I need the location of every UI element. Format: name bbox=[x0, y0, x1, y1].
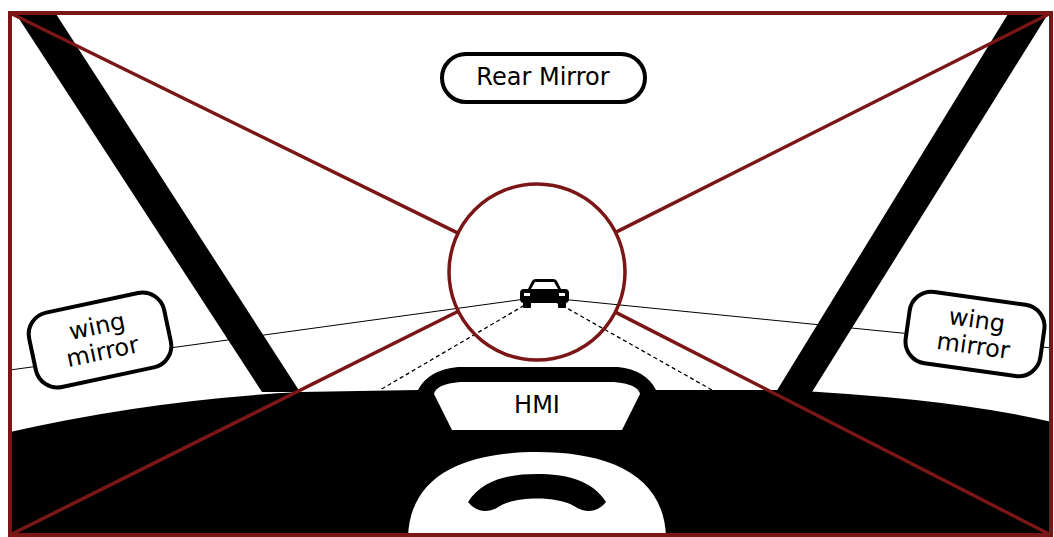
mirror-label-box: wing mirror bbox=[900, 287, 1049, 382]
lead-car bbox=[520, 279, 569, 308]
gaze-lines bbox=[10, 13, 1051, 535]
hmi-display: HMI bbox=[432, 374, 642, 432]
steering-wheel-hub bbox=[468, 474, 606, 511]
focus-circle bbox=[449, 184, 625, 360]
node-label: wing mirror bbox=[917, 301, 1033, 368]
gaze-line bbox=[10, 13, 458, 233]
mirror-label-box: wing mirror bbox=[22, 286, 178, 394]
node-label: Rear Mirror bbox=[476, 65, 609, 91]
hmi-screen-shape bbox=[434, 382, 640, 430]
dashboard bbox=[10, 367, 1052, 537]
node-label: HMI bbox=[514, 387, 560, 419]
gaze-line bbox=[616, 13, 1051, 232]
mirror-label-box: Rear Mirror bbox=[440, 52, 647, 104]
node-label: wing mirror bbox=[41, 303, 159, 377]
view-frame bbox=[10, 13, 1051, 535]
steering-wheel bbox=[408, 452, 666, 537]
